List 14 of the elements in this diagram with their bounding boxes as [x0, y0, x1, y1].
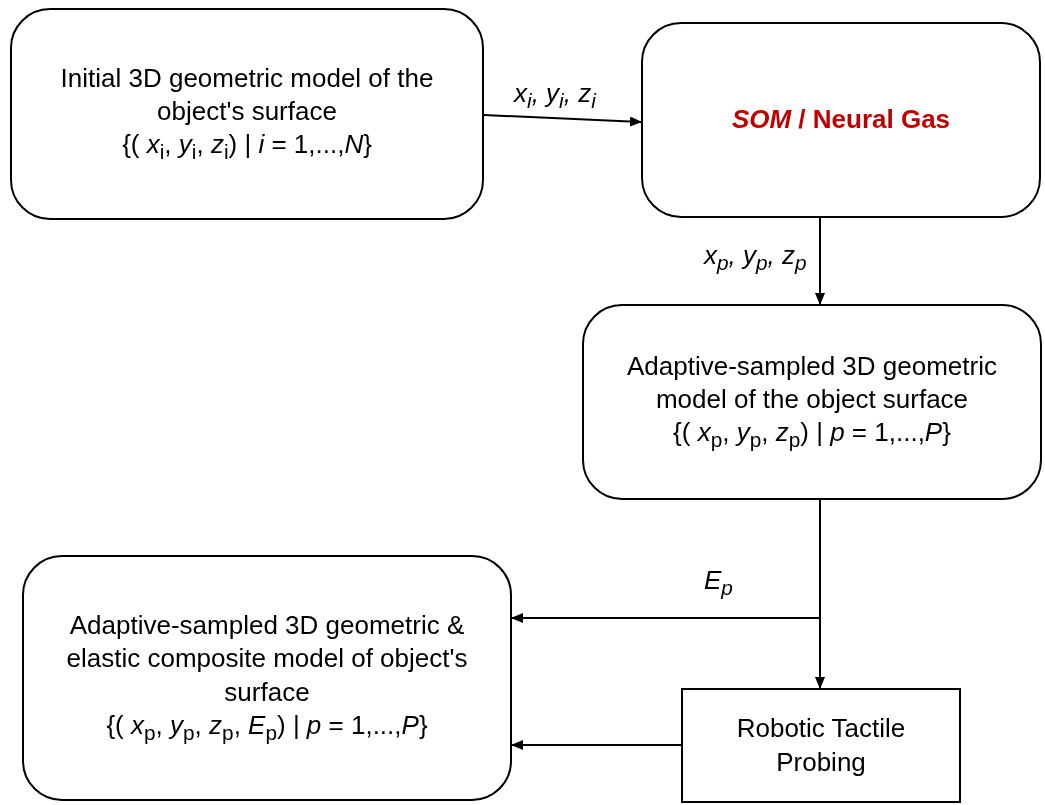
node-text: {( x$_{p}$, y$_{p}$, z$_{p}$) | p = 1,...,P}: [673, 416, 951, 454]
rounded-process-box: [22, 555, 512, 801]
node-text: Robotic Tactile Probing: [735, 712, 907, 779]
rounded-process-box: [641, 22, 1041, 218]
node-text: {( x$_{p}$, y$_{p}$, z$_{p}$, E$_{p}$) | p = 1,...,P}: [106, 709, 428, 747]
process-box: [681, 688, 961, 803]
rounded-process-box: [10, 8, 484, 220]
rounded-process-box: [582, 304, 1042, 500]
node-text: SOM / Neural Gas: [731, 103, 951, 137]
arrow: [815, 217, 825, 305]
arrow: [483, 114, 642, 127]
arrow: [815, 499, 825, 689]
node-text: {( x$_{i}$, y$_{i}$, z$_{i}$) | i = 1,...,N}: [122, 128, 372, 166]
arrow: [511, 740, 682, 750]
